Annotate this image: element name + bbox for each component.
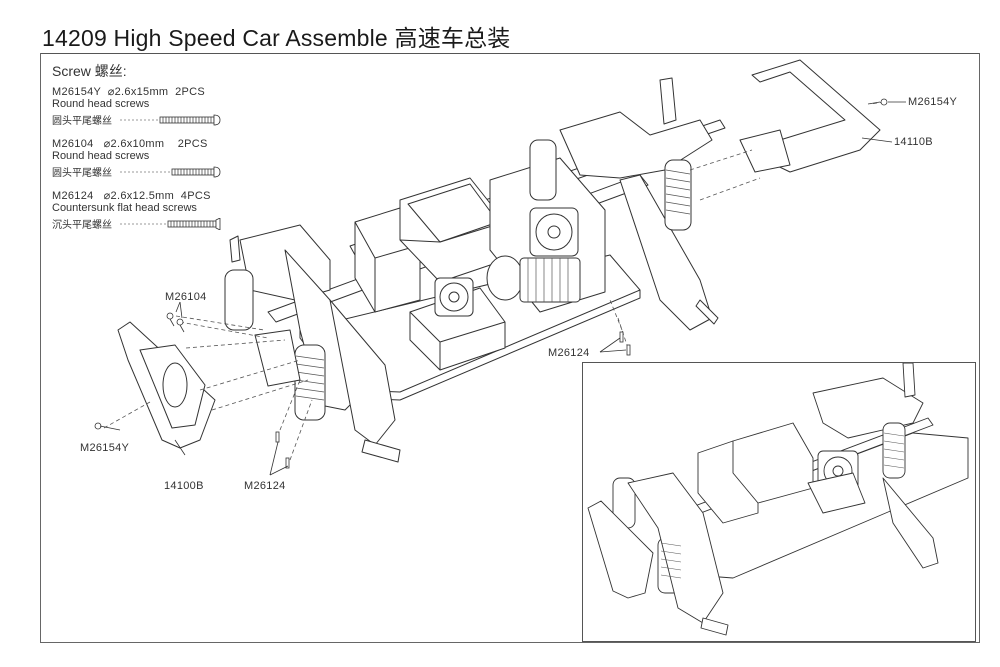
assembled-body-post	[902, 363, 916, 398]
screw-entry-m26124: M26124 ⌀2.6x12.5mm 4PCS Countersunk flat…	[52, 189, 230, 233]
front-shock-left	[224, 269, 254, 331]
guide-line	[609, 299, 623, 331]
screw-icon	[176, 318, 185, 333]
guide-line	[103, 401, 151, 429]
screw-legend-heading: Screw 螺丝:	[52, 63, 127, 79]
leader-line	[599, 349, 627, 353]
screw-icon	[619, 331, 624, 343]
rear-axle	[695, 299, 719, 325]
assembled-front-bumper	[587, 500, 654, 599]
screw-icon	[626, 344, 631, 356]
front-bumper-face	[139, 344, 206, 429]
guide-line	[699, 177, 761, 201]
round-head-screw-icon	[120, 166, 221, 178]
callout-m26124-front: M26124	[244, 480, 286, 492]
leader-line	[269, 465, 289, 476]
screw-description: Round head screws	[52, 98, 150, 110]
screw-entry-m26104: M26104 ⌀2.6x10mm 2PCS Round head screws …	[52, 137, 230, 181]
leader-line	[175, 301, 181, 313]
callout-m26154y-front: M26154Y	[80, 442, 130, 454]
rear-bumper-mount	[739, 129, 791, 173]
screw-icon	[166, 312, 175, 327]
screw-spec: M26124 ⌀2.6x12.5mm 4PCS	[52, 190, 211, 202]
assembled-rear-arm	[882, 477, 939, 569]
page-title: 14209 High Speed Car Assemble 高速车总装	[42, 25, 511, 51]
front-shock-lower	[294, 344, 326, 421]
screw-description-cn: 圆头平尾螺丝	[52, 116, 112, 127]
screw-legend: Screw 螺丝: M26154Y ⌀2.6x15mm 2PCS Round h…	[52, 61, 230, 241]
screw-description: Round head screws	[52, 150, 150, 162]
callout-14110b: 14110B	[894, 136, 933, 148]
motor-body	[519, 257, 581, 303]
callout-m26124-chassis: M26124	[548, 347, 590, 359]
leader-line	[861, 137, 893, 143]
assembled-view-inset	[582, 362, 976, 642]
callout-m26154y-rear: M26154Y	[908, 96, 958, 108]
esc-box	[409, 287, 506, 371]
title-divider	[40, 53, 980, 54]
leader-line	[599, 337, 621, 353]
screw-entry-m26154y: M26154Y ⌀2.6x15mm 2PCS Round head screws…	[52, 85, 230, 129]
callout-14100b: 14100B	[164, 480, 204, 492]
leader-line	[174, 439, 186, 456]
screw-icon	[94, 422, 121, 431]
screw-icon	[285, 457, 290, 469]
guide-line	[279, 379, 301, 431]
screw-description-cn: 沉头平尾螺丝	[52, 220, 112, 231]
rear-shock-left	[529, 139, 557, 201]
countersunk-screw-icon	[120, 217, 221, 230]
rear-shock-right	[664, 159, 692, 231]
screw-spec: M26154Y ⌀2.6x15mm 2PCS	[52, 86, 206, 98]
motor-can	[486, 255, 524, 301]
guide-line	[199, 359, 301, 391]
front-hub-carrier	[254, 329, 301, 387]
assembled-front-axle	[700, 617, 729, 636]
assembled-front-arm	[627, 472, 724, 624]
guide-line	[211, 379, 309, 411]
guide-line	[185, 339, 286, 349]
leader-line	[269, 441, 279, 476]
screw-description: Countersunk flat head screws	[52, 202, 197, 214]
screw-description-cn: 圆头平尾螺丝	[52, 168, 112, 179]
front-lower-arm	[329, 299, 396, 446]
assembled-motor	[807, 472, 866, 514]
guide-line	[689, 149, 753, 171]
screw-icon	[275, 431, 280, 443]
screw-icon	[867, 98, 888, 106]
front-axle	[361, 439, 401, 463]
guide-line	[289, 399, 313, 461]
leader-line	[179, 301, 183, 319]
rear-body-post	[659, 77, 677, 125]
diagram-frame	[40, 53, 980, 643]
screw-spec: M26104 ⌀2.6x10mm 2PCS	[52, 138, 208, 150]
assembled-car-drawing	[587, 363, 969, 636]
guide-line	[179, 321, 269, 339]
round-head-screw-icon	[120, 114, 221, 126]
front-axle-left	[229, 235, 241, 263]
guide-line	[175, 315, 265, 331]
callout-m26104: M26104	[165, 291, 207, 303]
